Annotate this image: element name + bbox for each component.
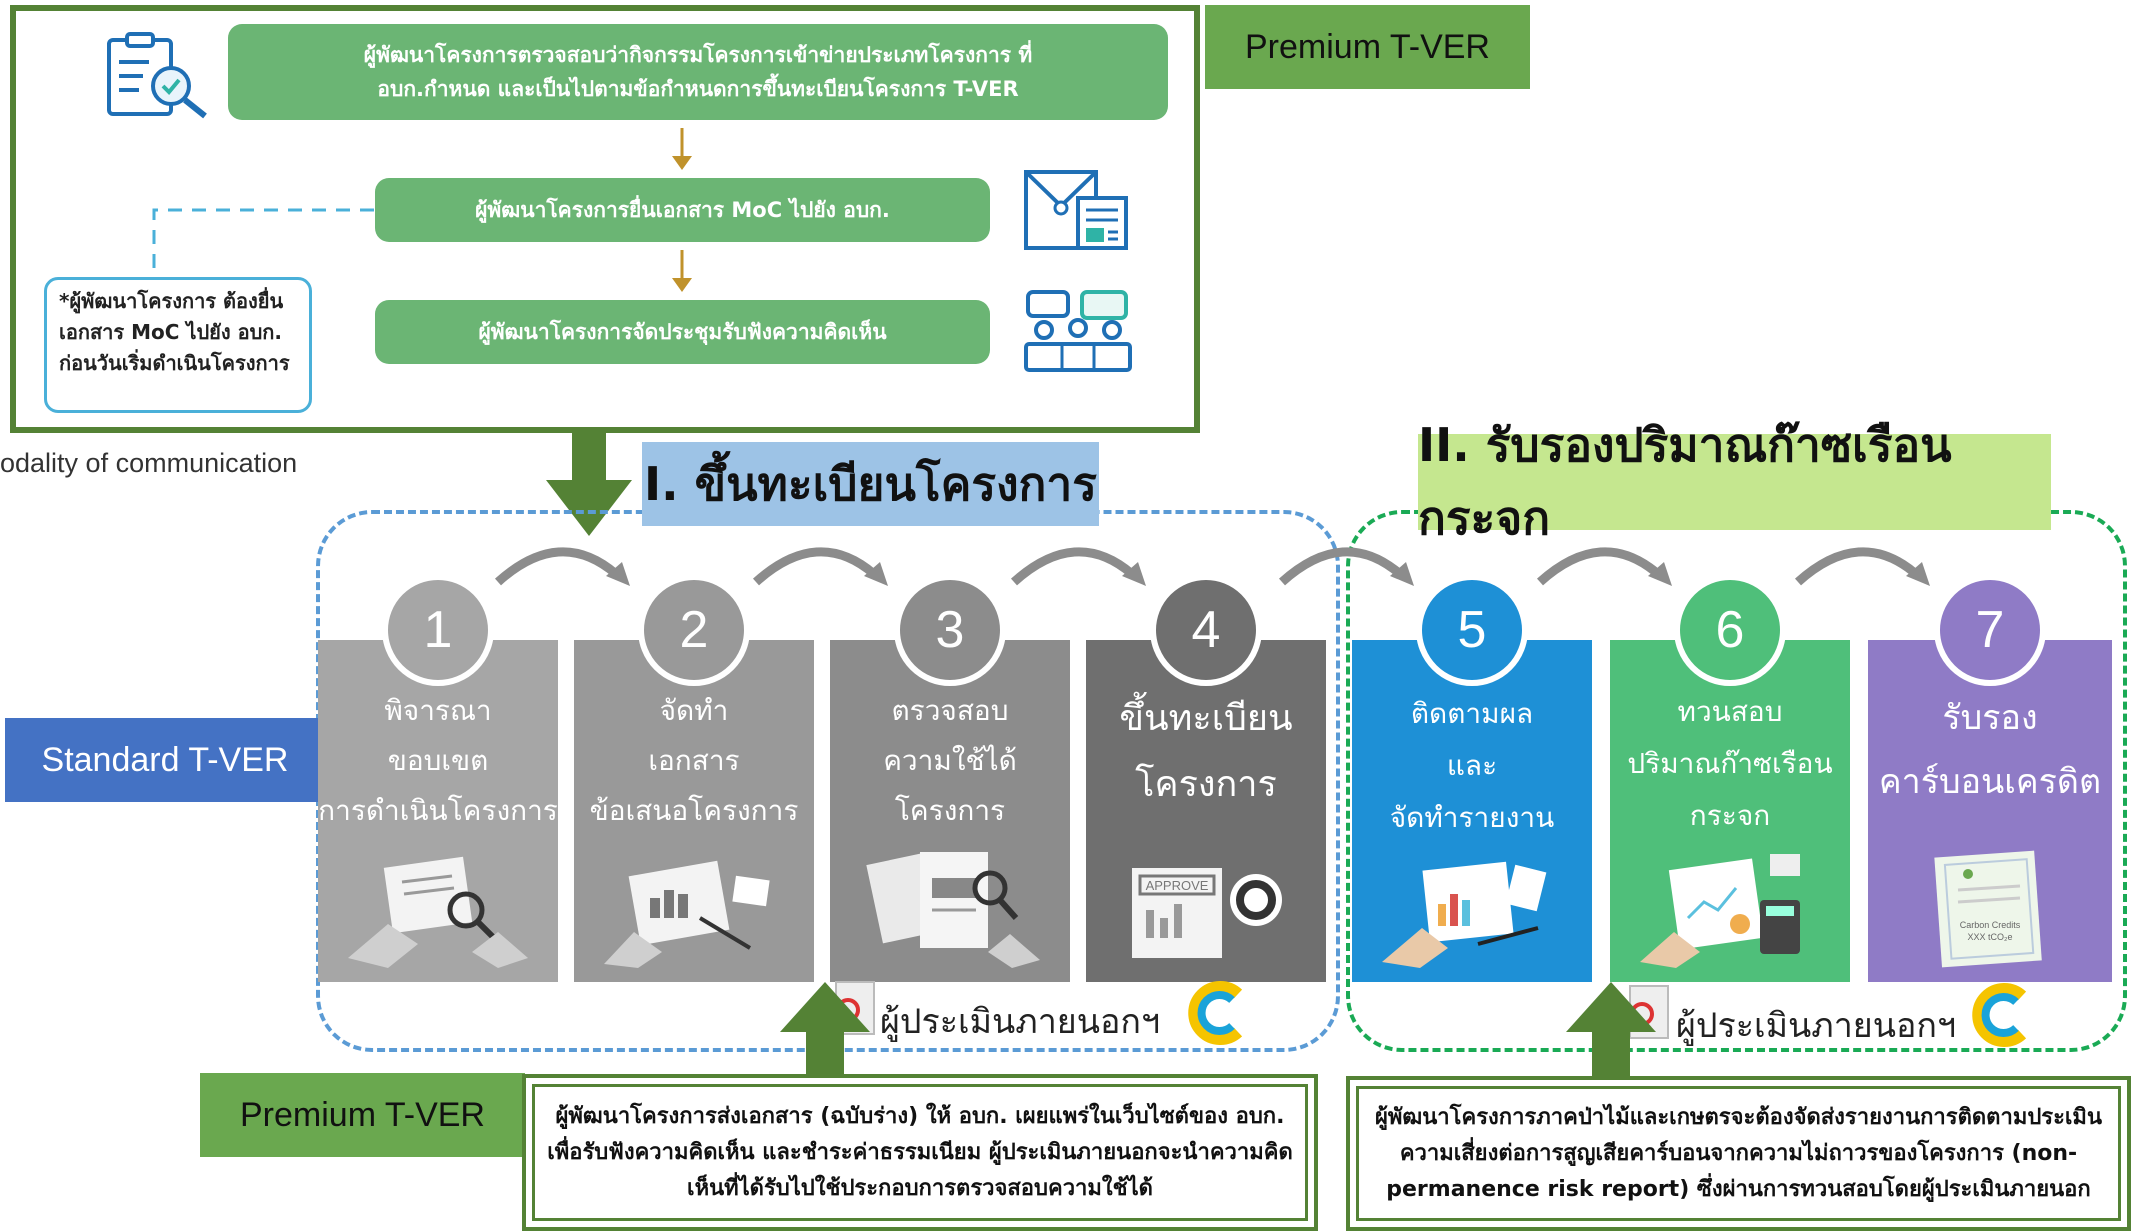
up-arrow-icon (780, 982, 870, 1082)
carbon-credit-line-1: Carbon Credits (1960, 920, 2021, 930)
approve-certificate-illustration: APPROVE (1132, 868, 1282, 958)
step-1-text: พิจารณา ขอบเขต การดำเนินโครงการ (318, 686, 558, 836)
registration-stage-title: I. ขึ้นทะเบียนโครงการ (644, 456, 1097, 511)
premium-tag-top: Premium T-VER (1205, 5, 1530, 89)
step-5-line-1: ติดตามผล (1410, 697, 1534, 730)
step-column-6: ทวนสอบ ปริมาณก๊าซเรือน กระจก (1610, 640, 1850, 982)
step-number-5-text: 5 (1457, 601, 1487, 659)
premium-tag-bottom-text: Premium T-VER (240, 1095, 485, 1134)
step-column-7: รับรอง คาร์บอนเครดิต Carbon Credits XXX … (1868, 640, 2112, 982)
step-1-line-2: ขอบเขต (387, 744, 489, 777)
up-arrow-icon (1566, 982, 1656, 1082)
step-5-line-2: และ (1446, 749, 1498, 782)
down-arrow-icon (672, 250, 692, 292)
premium-certification-note-inner: ผู้พัฒนาโครงการภาคป่าไม้และเกษตรจะต้องจั… (1356, 1086, 2121, 1221)
step-6-line-2: ปริมาณก๊าซเรือน (1627, 747, 1833, 780)
step-number-3: 3 (894, 574, 1006, 686)
step-number-3-text: 3 (935, 601, 965, 659)
premium-certification-note-text: ผู้พัฒนาโครงการภาคป่าไม้และเกษตรจะต้องจั… (1375, 1104, 2102, 1202)
step-number-6: 6 (1674, 574, 1786, 686)
premium-tag-top-text: Premium T-VER (1245, 27, 1490, 66)
premium-step-hearing-text: ผู้พัฒนาโครงการจัดประชุมรับฟังความคิดเห็… (478, 320, 887, 344)
step-7-text: รับรอง คาร์บอนเครดิต (1868, 686, 2112, 814)
step-column-4: ขึ้นทะเบียน โครงการ APPROVE (1086, 640, 1326, 982)
modality-text-fragment: odality of communication (0, 448, 297, 479)
premium-step-submit-moc-text: ผู้พัฒนาโครงการยื่นเอกสาร MoC ไปยัง อบก. (475, 198, 890, 222)
moc-side-note: *ผู้พัฒนาโครงการ ต้องยื่นเอกสาร MoC ไปยั… (44, 277, 312, 413)
premium-registration-note-inner: ผู้พัฒนาโครงการส่งเอกสาร (ฉบับร่าง) ให้ … (532, 1084, 1308, 1221)
step-column-2: จัดทำ เอกสาร ข้อเสนอโครงการ (574, 640, 814, 982)
big-down-arrow-icon (546, 428, 632, 536)
validator-label-certification: ผู้ประเมินภายนอกฯ (1676, 998, 1956, 1052)
premium-registration-note: ผู้พัฒนาโครงการส่งเอกสาร (ฉบับร่าง) ให้ … (522, 1074, 1318, 1231)
validator-label-certification-text: ผู้ประเมินภายนอกฯ (1676, 1006, 1957, 1046)
tgo-logo-icon (1188, 981, 1243, 1045)
step-5-line-3: จัดทำรายงาน (1389, 801, 1555, 834)
step-number-2-text: 2 (679, 601, 709, 659)
step-7-line-1: รับรอง (1942, 698, 2038, 738)
step-column-1: พิจารณา ขอบเขต การดำเนินโครงการ (318, 640, 558, 982)
step-flow-arrows (494, 547, 1930, 586)
step-7-line-2: คาร์บอนเครดิต (1878, 762, 2102, 802)
step-number-4-text: 4 (1191, 601, 1221, 659)
monitoring-report-illustration (1382, 861, 1547, 968)
premium-certification-note: ผู้พัฒนาโครงการภาคป่าไม้และเกษตรจะต้องจั… (1346, 1076, 2131, 1231)
approve-stamp-text: APPROVE (1146, 878, 1209, 893)
step-2-line-2: เอกสาร (648, 744, 740, 777)
premium-step-check-eligibility: ผู้พัฒนาโครงการตรวจสอบว่ากิจกรรมโครงการเ… (228, 24, 1168, 120)
step-number-4: 4 (1150, 574, 1262, 686)
step-5-text: ติดตามผล และ จัดทำรายงาน (1352, 688, 1592, 844)
step-number-2: 2 (638, 574, 750, 686)
side-note-connector (152, 208, 374, 278)
standard-tag: Standard T-VER (5, 718, 325, 802)
step-number-7-text: 7 (1975, 601, 2005, 659)
step-number-5: 5 (1416, 574, 1528, 686)
step-2-text: จัดทำ เอกสาร ข้อเสนอโครงการ (574, 686, 814, 836)
step-3-line-1: ตรวจสอบ (891, 694, 1009, 727)
registration-stage-header: I. ขึ้นทะเบียนโครงการ (642, 442, 1099, 526)
step-number-6-text: 6 (1715, 601, 1745, 659)
certification-stage-title: II. รับรองปริมาณก๊าซเรือนกระจก (1418, 418, 1952, 545)
premium-step-hearing: ผู้พัฒนาโครงการจัดประชุมรับฟังความคิดเห็… (375, 300, 990, 364)
validator-label-registration-text: ผู้ประเมินภายนอกฯ (880, 1002, 1161, 1042)
premium-step-submit-moc: ผู้พัฒนาโครงการยื่นเอกสาร MoC ไปยัง อบก. (375, 178, 990, 242)
step-number-1-text: 1 (423, 601, 453, 659)
step-6-text: ทวนสอบ ปริมาณก๊าซเรือน กระจก (1610, 686, 1850, 842)
modality-text: odality of communication (0, 448, 298, 478)
step-3-text: ตรวจสอบ ความใช้ได้ โครงการ (830, 686, 1070, 836)
step-1-line-3: การดำเนินโครงการ (318, 794, 558, 827)
step-column-3: ตรวจสอบ ความใช้ได้ โครงการ (830, 640, 1070, 982)
moc-side-note-text: *ผู้พัฒนาโครงการ ต้องยื่นเอกสาร MoC ไปยั… (59, 289, 290, 375)
step-6-line-1: ทวนสอบ (1677, 695, 1783, 728)
step-number-7: 7 (1934, 574, 2046, 686)
step-number-1: 1 (382, 574, 494, 686)
meeting-people-icon (1024, 290, 1132, 372)
step-4-line-2: โครงการ (1135, 764, 1277, 805)
premium-step-check-eligibility-text: ผู้พัฒนาโครงการตรวจสอบว่ากิจกรรมโครงการเ… (363, 43, 1033, 101)
step-6-line-3: กระจก (1689, 799, 1771, 832)
certification-stage-header: II. รับรองปริมาณก๊าซเรือนกระจก (1418, 418, 2051, 545)
step-4-text: ขึ้นทะเบียน โครงการ (1086, 686, 1326, 818)
carbon-credit-certificate-illustration: Carbon Credits XXX tCO₂e (1934, 850, 2042, 968)
step-2-line-3: ข้อเสนอโครงการ (589, 794, 799, 827)
calculator-chart-illustration (1640, 854, 1800, 968)
premium-registration-note-text: ผู้พัฒนาโครงการส่งเอกสาร (ฉบับร่าง) ให้ … (547, 1103, 1293, 1201)
tgo-logo-icon (1972, 983, 2027, 1047)
clipboard-check-icon (107, 32, 207, 119)
step-3-line-3: โครงการ (894, 794, 1006, 827)
step-2-line-1: จัดทำ (659, 694, 729, 727)
carbon-credit-line-2: XXX tCO₂e (1967, 932, 2012, 942)
step-3-line-2: ความใช้ได้ (883, 744, 1017, 777)
document-envelope-icon (1024, 170, 1128, 250)
step-4-line-1: ขึ้นทะเบียน (1119, 698, 1293, 739)
premium-tag-bottom: Premium T-VER (200, 1073, 525, 1157)
report-pen-illustration (604, 860, 770, 968)
down-arrow-icon (672, 128, 692, 170)
step-1-line-1: พิจารณา (384, 694, 492, 727)
standard-tag-text: Standard T-VER (41, 740, 289, 779)
clipboard-review-illustration (866, 852, 1040, 968)
document-magnifier-illustration (348, 856, 528, 968)
validator-label-registration: ผู้ประเมินภายนอกฯ (880, 994, 1160, 1048)
step-column-5: ติดตามผล และ จัดทำรายงาน (1352, 640, 1592, 982)
